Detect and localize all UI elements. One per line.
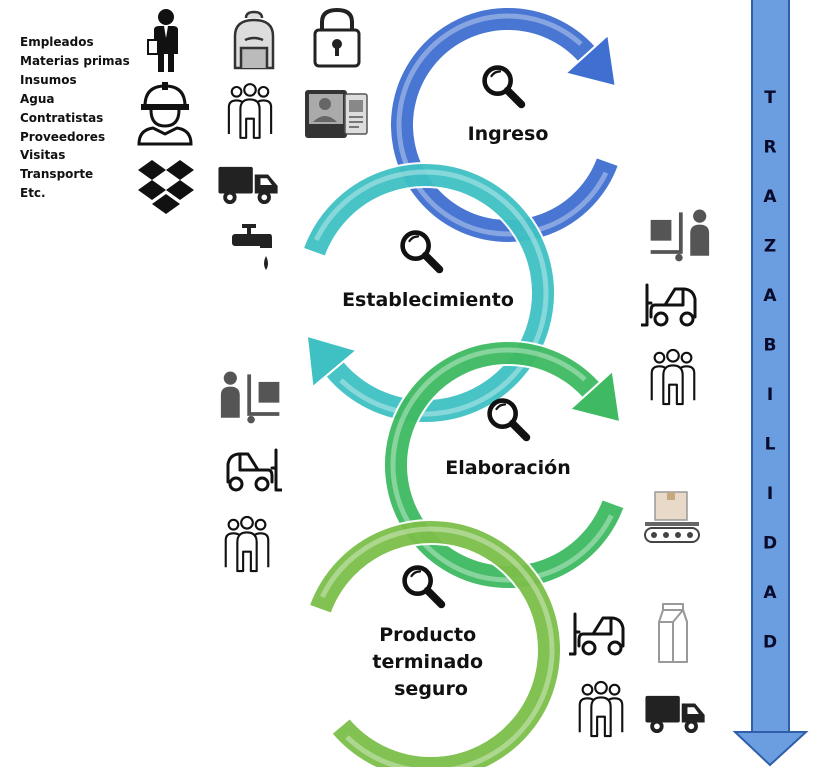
hand-truck-worker-icon bbox=[220, 371, 280, 424]
group-of-people-icon bbox=[227, 83, 273, 139]
water-faucet-icon bbox=[232, 224, 272, 270]
magnifier-icon bbox=[485, 68, 522, 105]
process-arrow-head bbox=[563, 32, 617, 88]
process-arrow-band bbox=[389, 6, 621, 244]
trazabilidad-letter: Z bbox=[764, 237, 776, 257]
padlock-icon bbox=[313, 7, 361, 68]
trazabilidad-letter: I bbox=[767, 385, 773, 405]
list-item: Proveedores bbox=[20, 129, 106, 144]
list-item: Contratistas bbox=[20, 110, 104, 125]
trazabilidad-letter: T bbox=[764, 88, 776, 108]
stage-label-producto: Producto terminado seguro bbox=[372, 624, 489, 700]
list-item: Insumos bbox=[20, 72, 77, 87]
trazabilidad-letter: A bbox=[763, 286, 777, 306]
stage-label-elaboracion: Elaboración bbox=[445, 457, 571, 479]
trazabilidad-letter: D bbox=[763, 633, 777, 653]
list-item: Empleados bbox=[20, 35, 94, 49]
forklift-icon bbox=[569, 612, 625, 656]
hand-truck-worker-icon bbox=[650, 209, 710, 262]
process-arrow-band bbox=[307, 519, 562, 767]
process-arrow-band bbox=[383, 340, 626, 590]
truck-icon bbox=[218, 166, 278, 205]
magnifier-icon bbox=[405, 568, 442, 605]
group-of-people-icon bbox=[650, 348, 696, 406]
process-arrow-highlight bbox=[320, 526, 555, 767]
process-arrow-band bbox=[301, 162, 556, 424]
stage-label-ingreso: Ingreso bbox=[468, 123, 549, 145]
milk-carton-icon bbox=[658, 603, 688, 663]
list-item: Agua bbox=[20, 91, 55, 106]
trazabilidad-letter: D bbox=[763, 534, 777, 554]
process-arrow-highlight bbox=[396, 13, 609, 237]
conveyor-box-icon bbox=[644, 491, 700, 543]
list-item: Materias primas bbox=[20, 53, 130, 68]
magnifier-icon bbox=[403, 233, 440, 270]
trazabilidad-letter: A bbox=[763, 187, 777, 207]
dropbox-icon bbox=[138, 160, 194, 214]
group-of-people-icon bbox=[224, 515, 270, 573]
process-arrows bbox=[301, 6, 626, 767]
process-arrow-head bbox=[567, 368, 622, 424]
trazabilidad-letters: T R A Z A B I L I D A D bbox=[763, 88, 777, 653]
stage-label-establecimiento: Establecimiento bbox=[342, 289, 514, 311]
inputs-list: Empleados Materias primas Insumos Agua C… bbox=[20, 33, 130, 203]
list-item: Transporte bbox=[20, 167, 94, 182]
trazabilidad-letter: R bbox=[763, 138, 776, 158]
process-arrow-head bbox=[305, 334, 359, 390]
trazabilidad-letter: L bbox=[765, 435, 776, 455]
trazabilidad-letter: I bbox=[767, 484, 773, 504]
trazabilidad-letter: B bbox=[764, 336, 777, 356]
process-arrow-highlight bbox=[390, 347, 614, 583]
forklift-icon bbox=[226, 448, 282, 492]
construction-worker-icon bbox=[137, 82, 193, 146]
forklift-icon bbox=[641, 283, 697, 327]
list-item: Etc. bbox=[20, 186, 46, 201]
list-item: Visitas bbox=[20, 148, 66, 163]
group-of-people-icon bbox=[578, 680, 624, 738]
process-arrow-highlight bbox=[314, 169, 549, 417]
id-card-icon bbox=[305, 90, 368, 138]
trazabilidad-letter: A bbox=[763, 583, 777, 603]
backpack-icon bbox=[233, 10, 275, 70]
magnifier-icon bbox=[490, 401, 527, 438]
trazabilidad-arrow bbox=[732, 0, 809, 767]
truck-icon bbox=[645, 695, 705, 734]
businessman-icon bbox=[147, 9, 178, 72]
